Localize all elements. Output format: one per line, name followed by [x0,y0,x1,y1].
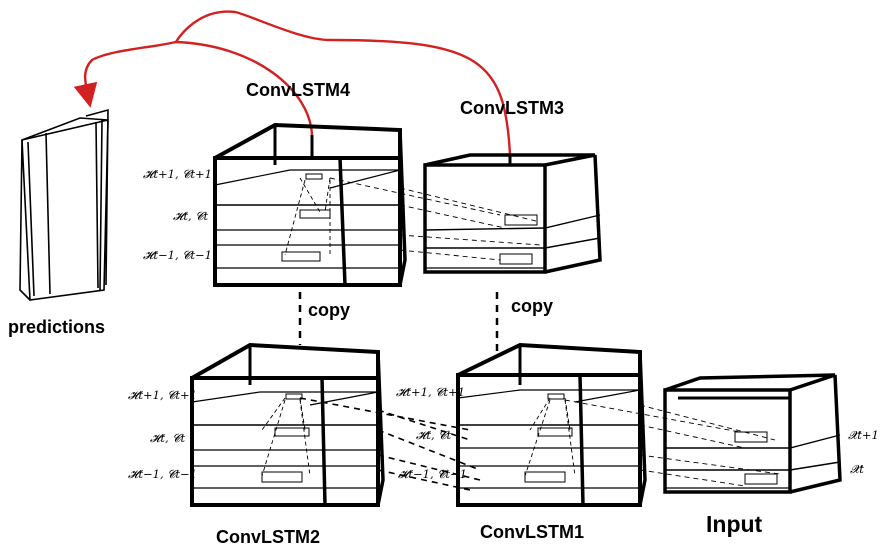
copy-label-left: copy [308,300,351,320]
input-x-t: 𝓧t [850,462,864,476]
convlstm3-block [329,153,602,274]
convlstm1-label: ConvLSTM1 [480,522,585,542]
convlstm4-label: ConvLSTM4 [246,80,351,100]
input-label: Input [706,511,763,537]
c4-state-t-plus-1: 𝓗t+1, 𝓒t+1 [143,167,212,181]
c1-state-t-plus-1: 𝓗t+1, 𝓒t+1 [396,385,465,399]
predictions-label: predictions [8,317,106,337]
convlstm2-label: ConvLSTM2 [216,527,321,547]
convlstm1-block [299,342,647,507]
feedback-arrow [73,10,512,156]
convlstm4-block [213,122,407,287]
c4-state-t: 𝓗t, 𝓒t [173,209,209,223]
predictions-stack [19,108,109,301]
c2-state-t-minus-1: 𝓗t−1, 𝓒t−1 [128,467,197,481]
convlstm3-label: ConvLSTM3 [460,98,565,118]
input-block [564,373,842,494]
c1-state-t-minus-1: 𝓗t−1, 𝓒t−1 [398,467,467,481]
c1-state-t: 𝓗t, 𝓒t [416,428,452,442]
input-x-t-plus-1: 𝓧t+1 [848,428,879,442]
copy-connectors [298,292,499,352]
c2-state-t-plus-1: 𝓗t+1, 𝓒t+1 [128,388,197,402]
copy-label-right: copy [511,296,554,316]
convlstm2-block [190,342,385,507]
c4-state-t-minus-1: 𝓗t−1, 𝓒t−1 [143,248,212,262]
c2-state-t: 𝓗t, 𝓒t [150,431,186,445]
